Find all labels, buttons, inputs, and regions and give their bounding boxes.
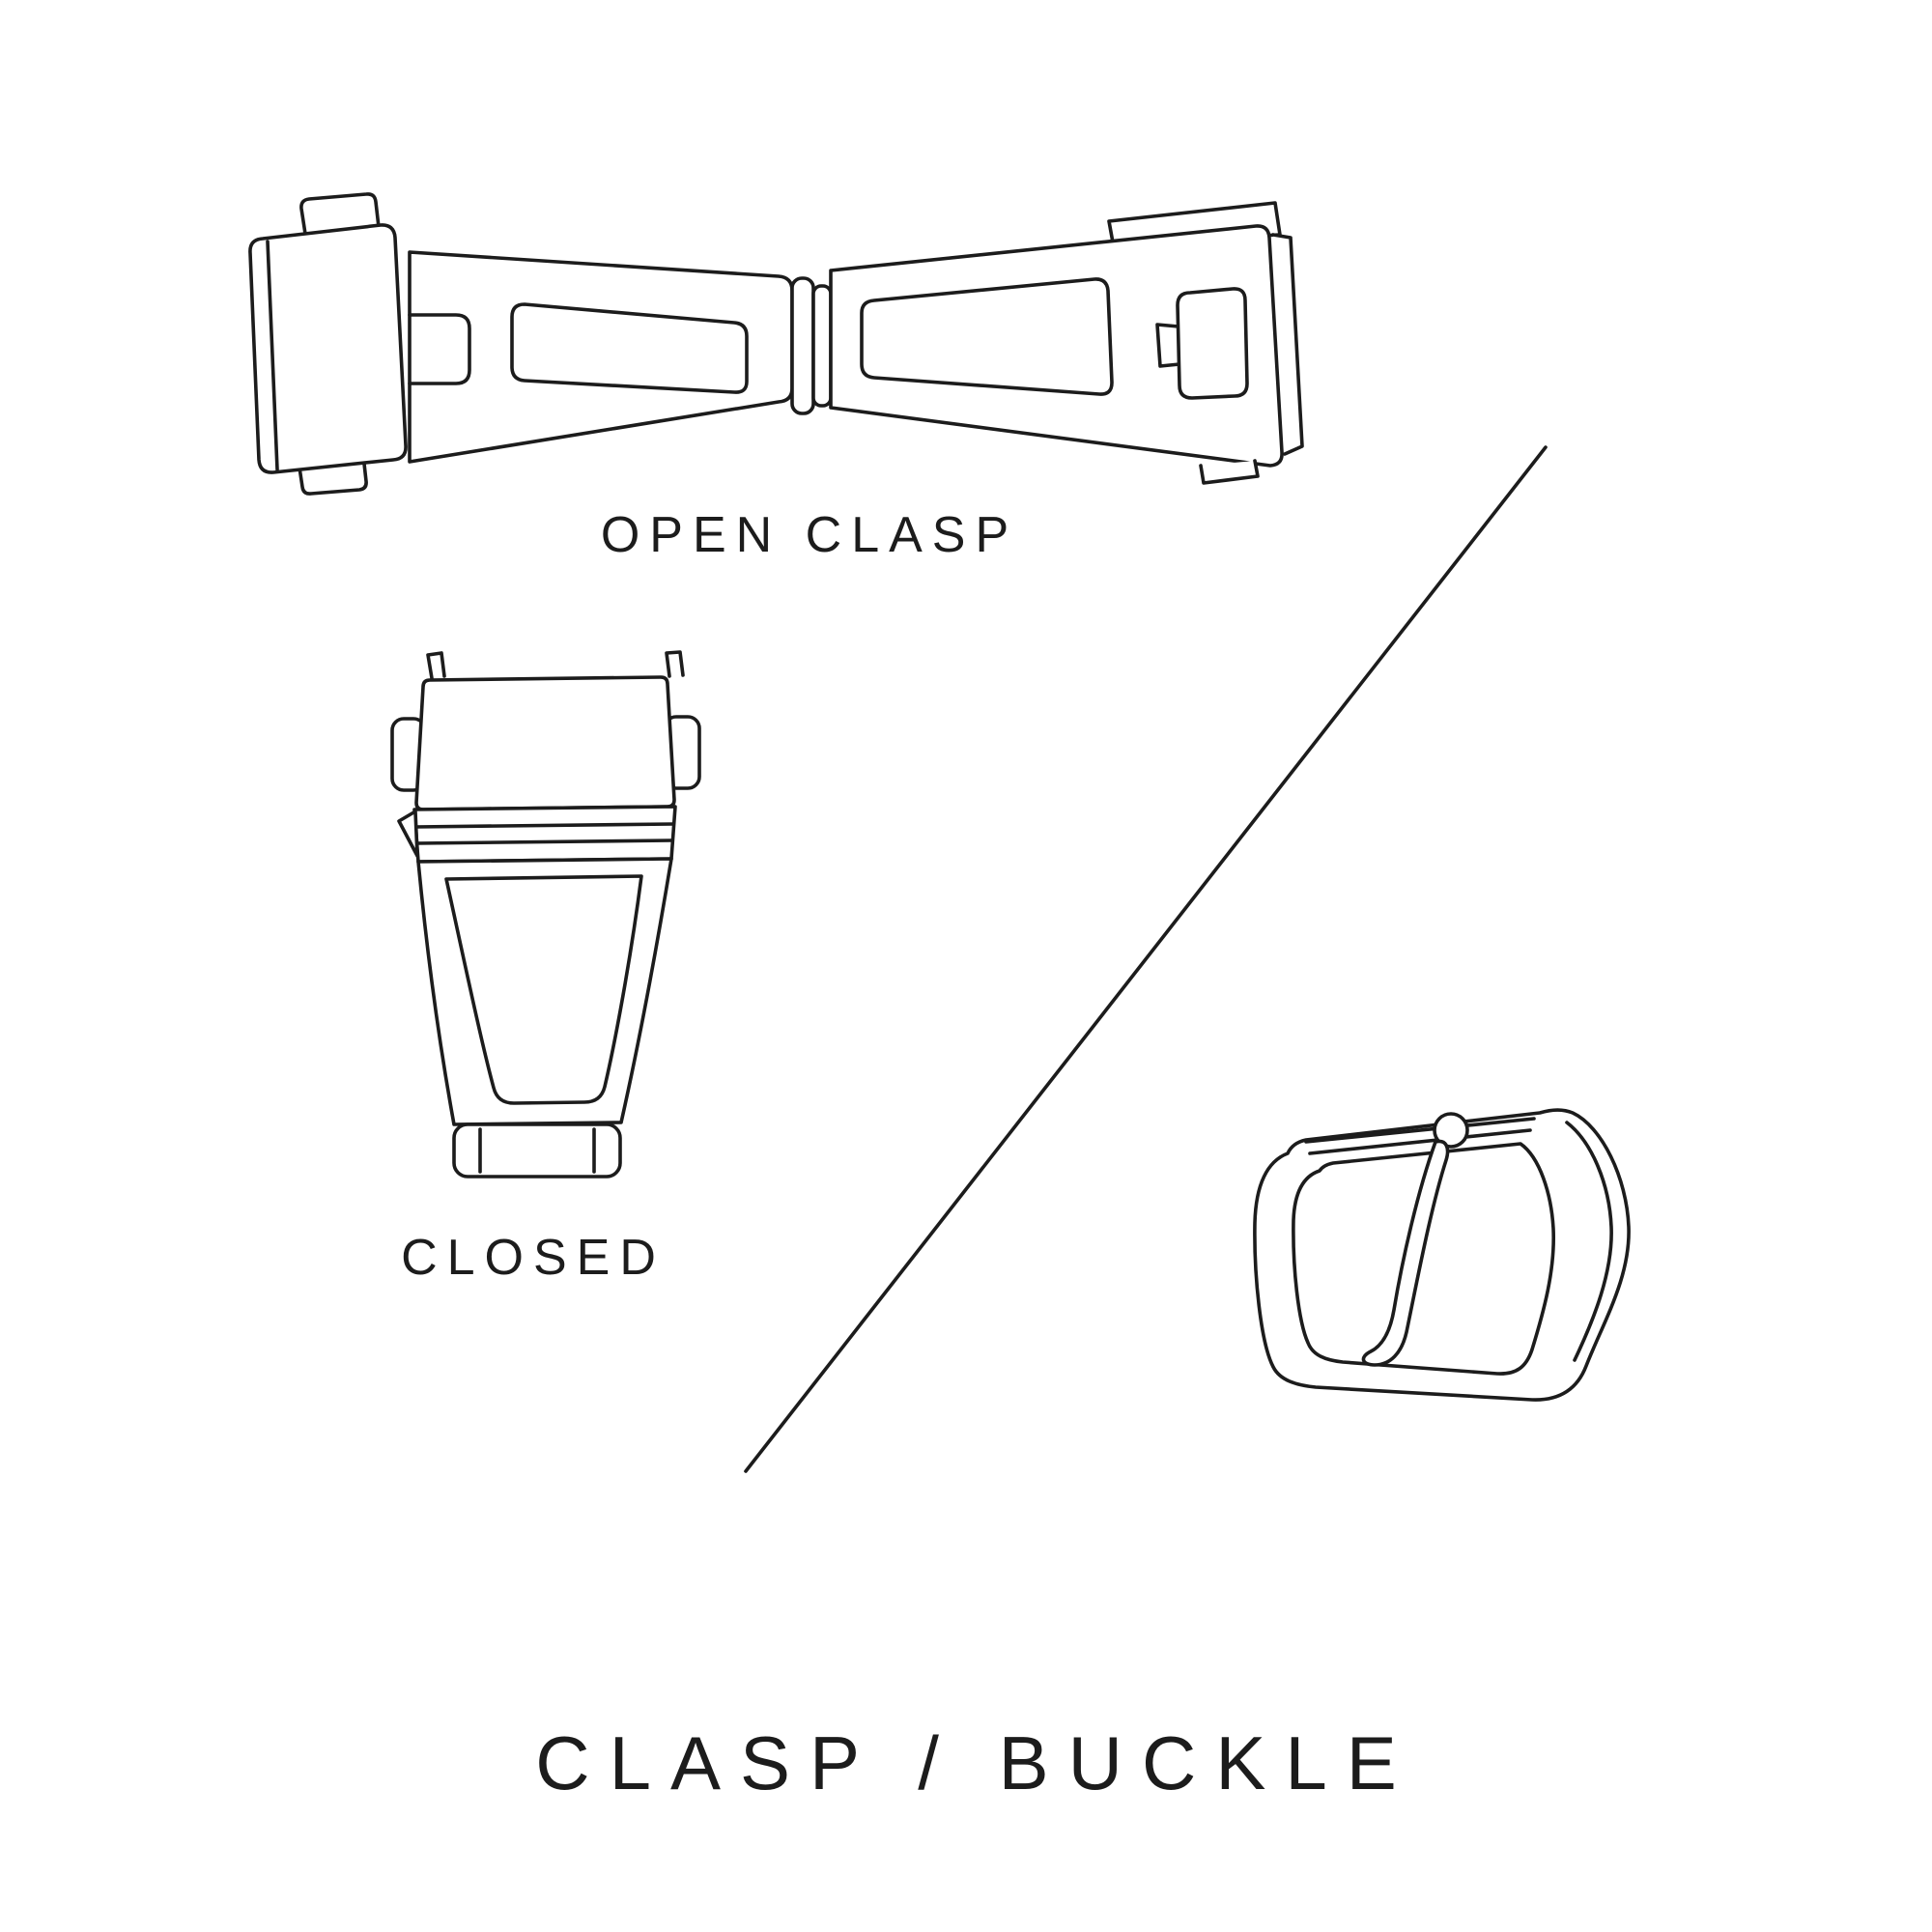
closed-clasp-bottom-bar	[452, 1122, 622, 1179]
open-clasp-right-blade	[829, 224, 1284, 468]
closed-clasp-illustration	[390, 650, 701, 1179]
open-clasp-left-block	[248, 223, 408, 474]
closed-clasp-body	[416, 857, 673, 1126]
buckle-tang-loop	[1433, 1112, 1469, 1149]
buckle-pin	[1304, 1117, 1536, 1144]
open-clasp-left-blade	[408, 250, 794, 464]
open-clasp-right-endcap	[1271, 233, 1304, 456]
buckle-illustration	[1253, 1108, 1631, 1402]
closed-clasp-prong-right	[665, 650, 685, 678]
buckle-tang	[1361, 1139, 1450, 1367]
diagonal-divider-line	[744, 445, 1548, 1473]
closed-clasp-prong-left	[426, 651, 446, 680]
open-clasp-label: OPEN CLASP	[600, 507, 1019, 563]
closed-clasp-top-block	[414, 675, 676, 811]
closed-label: CLOSED	[401, 1230, 666, 1286]
closed-clasp-band	[412, 805, 677, 864]
open-clasp-left-top-tab	[299, 192, 381, 236]
buckle-opening	[1292, 1142, 1556, 1376]
page-title: CLASP / BUCKLE	[535, 1720, 1416, 1805]
open-clasp-catch	[1176, 287, 1249, 400]
open-clasp-illustration	[248, 192, 1304, 496]
open-clasp-left-bottom-tab	[298, 462, 368, 496]
closed-clasp-side-notch	[397, 810, 419, 858]
open-clasp-hinge	[790, 276, 815, 415]
